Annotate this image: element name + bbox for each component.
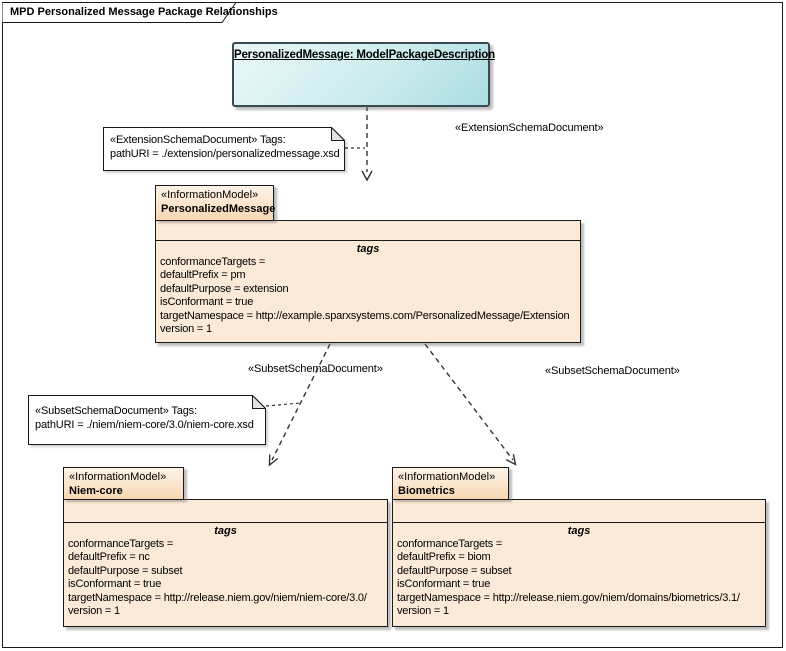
diagram-title: MPD Personalized Message Package Relatio… [10, 6, 278, 18]
tag-line: version = 1 [68, 605, 120, 618]
edge-label-extensionschemadocument[interactable]: «ExtensionSchemaDocument» [455, 122, 604, 134]
tag-line: conformanceTargets = [68, 538, 174, 550]
tag-line: isConformant = true [68, 578, 162, 591]
edge-label-subsetschemadocument-right[interactable]: «SubsetSchemaDocument» [545, 365, 680, 377]
tag-line: version = 1 [397, 605, 449, 618]
package-empty-compartment [393, 500, 765, 523]
tag-line: version = 1 [160, 323, 212, 336]
tag-line: conformanceTargets = [160, 256, 266, 268]
package-stereotype: «InformationModel» [161, 189, 259, 201]
tags-compartment-title: tags [214, 525, 237, 537]
tag-line: defaultPurpose = subset [68, 564, 183, 577]
package-tab[interactable]: «InformationModel» PersonalizedMessage [155, 185, 276, 221]
package-tab[interactable]: «InformationModel» Niem-core [63, 467, 184, 500]
package-empty-compartment [64, 500, 387, 523]
note-line: pathURI = ./extension/personalizedmessag… [110, 148, 340, 160]
tag-line: targetNamespace = http://example.sparxsy… [160, 309, 570, 322]
package-tab[interactable]: «InformationModel» Biometrics [392, 467, 509, 500]
package-body[interactable]: tags conformanceTargets = defaultPrefix … [155, 220, 581, 343]
diagram-frame-tab [2, 2, 237, 23]
tags-compartment-title: tags [567, 525, 591, 537]
tag-line: conformanceTargets = [397, 538, 503, 550]
package-name: PersonalizedMessage [161, 203, 276, 215]
object-title: PersonalizedMessage: ModelPackageDescrip… [234, 49, 495, 61]
tag-line: defaultPurpose = subset [397, 564, 512, 577]
package-stereotype: «InformationModel» [69, 471, 167, 483]
note-line: pathURI = ./niem/niem-core/3.0/niem-core… [35, 419, 254, 431]
tag-line: targetNamespace = http://release.niem.go… [68, 591, 367, 604]
edge-label-subsetschemadocument-left[interactable]: «SubsetSchemaDocument» [248, 363, 383, 375]
tag-line: defaultPrefix = nc [68, 551, 150, 564]
tag-line: defaultPurpose = extension [160, 282, 289, 295]
note-shape [103, 127, 345, 171]
note-line: «SubsetSchemaDocument» Tags: [35, 405, 197, 417]
package-stereotype: «InformationModel» [398, 471, 496, 483]
object-personalizedmessage-mpd[interactable]: PersonalizedMessage: ModelPackageDescrip… [232, 42, 495, 107]
note-subsetschemadocument[interactable]: «SubsetSchemaDocument» Tags: pathURI = .… [28, 395, 266, 445]
tag-line: targetNamespace = http://release.niem.go… [397, 591, 740, 604]
tag-line: isConformant = true [160, 296, 254, 309]
note-shape [28, 395, 266, 445]
package-body[interactable]: tags conformanceTargets = defaultPrefix … [63, 499, 388, 627]
package-empty-compartment [156, 221, 580, 241]
tag-line: defaultPrefix = biom [397, 551, 491, 564]
note-line: «ExtensionSchemaDocument» Tags: [110, 134, 286, 146]
note-extensionschemadocument[interactable]: «ExtensionSchemaDocument» Tags: pathURI … [103, 127, 345, 171]
tag-line: defaultPrefix = pm [160, 269, 246, 282]
package-name: Niem-core [69, 485, 123, 497]
tag-line: isConformant = true [397, 578, 491, 591]
tags-compartment-title: tags [356, 243, 380, 255]
package-name: Biometrics [398, 485, 455, 497]
package-body[interactable]: tags conformanceTargets = defaultPrefix … [392, 499, 766, 627]
